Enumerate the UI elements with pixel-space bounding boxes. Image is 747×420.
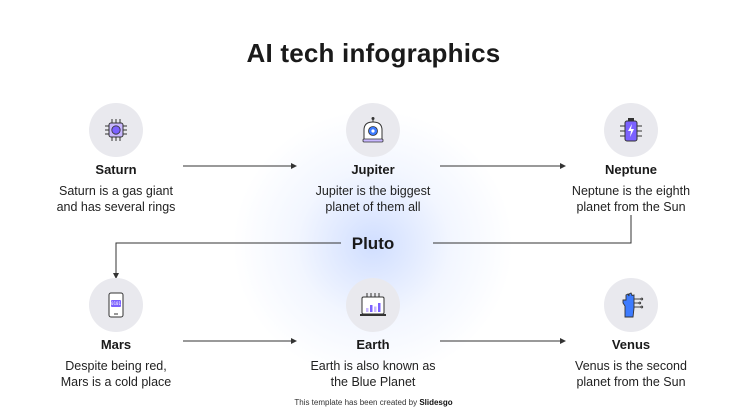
node-title: Mars <box>100 337 132 352</box>
robot-head-icon <box>346 103 400 157</box>
binary-phone-icon: 0101 <box>89 278 143 332</box>
node-title: Venus <box>611 337 651 352</box>
node-mars: 0101 Mars Despite being red,Mars is a co… <box>31 278 201 390</box>
circuit-hand-icon <box>604 278 658 332</box>
brain-chip-icon <box>89 103 143 157</box>
center-label-pluto: Pluto <box>351 234 395 253</box>
svg-text:0101: 0101 <box>111 301 121 306</box>
node-title: Earth <box>356 337 390 352</box>
arrow-pluto-mars <box>113 242 341 279</box>
footer-credit: This template has been created by Slides… <box>0 398 747 407</box>
footer-text: This template has been created by <box>294 398 420 407</box>
battery-chip-icon <box>604 103 658 157</box>
page-title: AI tech infographics <box>246 38 501 68</box>
node-title: Saturn <box>95 162 137 177</box>
node-title: Jupiter <box>351 162 395 177</box>
node-description: Despite being red,Mars is a cold place <box>60 359 172 389</box>
arrow-neptune-pluto <box>433 215 632 244</box>
node-title: Neptune <box>605 162 657 177</box>
footer-brand[interactable]: Slidesgo <box>419 398 453 407</box>
chart-monitor-icon <box>346 278 400 332</box>
